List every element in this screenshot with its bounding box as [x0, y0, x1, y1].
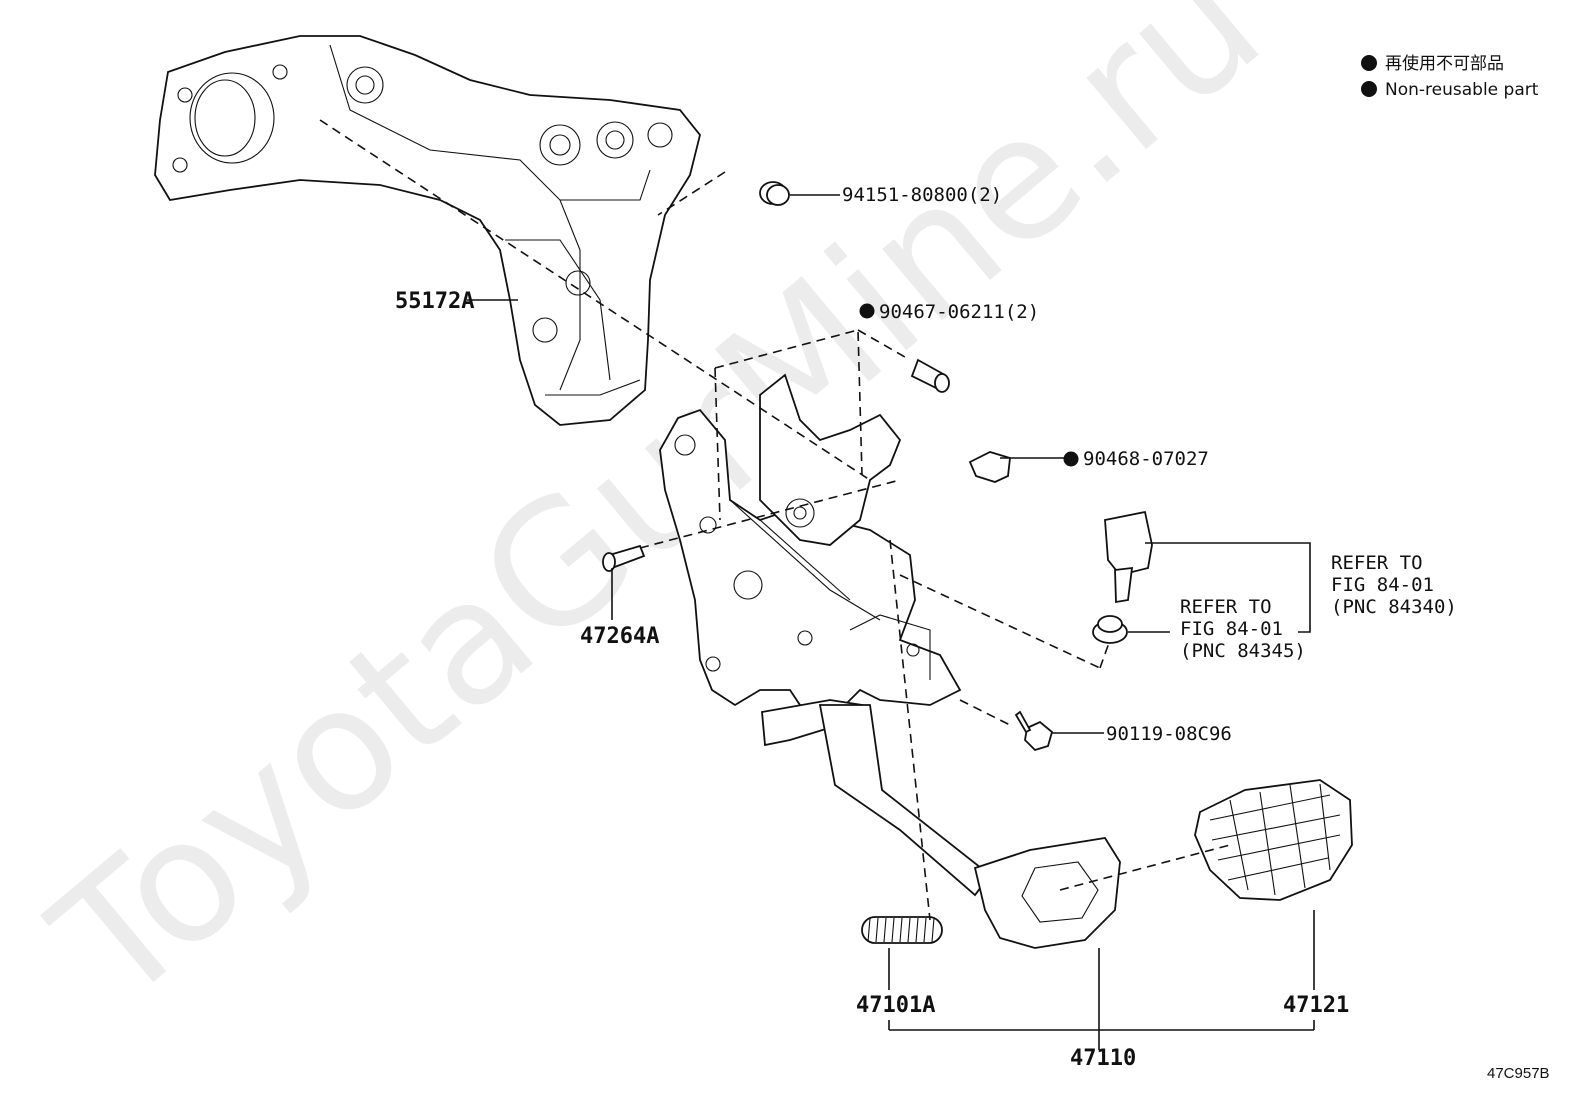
part-label-90468-07027[interactable]: 90468-07027 — [1083, 448, 1209, 470]
non-reusable-marker-icon — [859, 303, 875, 319]
part-label-90119-08c96[interactable]: 90119-08C96 — [1106, 723, 1232, 745]
part-label-94151-80800[interactable]: 94151-80800(2) — [842, 184, 1002, 206]
refer-switch-line3: (PNC 84340) — [1331, 596, 1457, 618]
part-label-47101a[interactable]: 47101A — [856, 993, 935, 1018]
bracket-drawing — [154, 35, 701, 426]
clip-b-drawing — [968, 451, 1011, 483]
legend: 再使用不可部品 Non-reusable part — [1361, 53, 1539, 100]
refer-cushion[interactable]: REFER TO FIG 84-01 (PNC 84345) — [1180, 596, 1306, 662]
clip-drawing — [759, 181, 790, 206]
legend-item-en: Non-reusable part — [1385, 80, 1539, 100]
leader-lines — [467, 194, 1315, 1050]
part-label-55172a[interactable]: 55172A — [395, 289, 474, 314]
refer-cushion-line2: FIG 84-01 — [1180, 618, 1283, 640]
legend-bullet-icon — [1361, 81, 1377, 97]
part-label-47264a[interactable]: 47264A — [580, 624, 659, 649]
stop-switch-drawing — [1104, 510, 1153, 604]
non-reusable-marker-icon — [1063, 451, 1079, 467]
refer-switch-line2: FIG 84-01 — [1331, 574, 1434, 596]
legend-item-jp: 再使用不可部品 — [1385, 53, 1504, 74]
refer-switch-line1: REFER TO — [1331, 552, 1423, 574]
bolt-a-drawing — [910, 358, 950, 393]
refer-cushion-line3: (PNC 84345) — [1180, 640, 1306, 662]
bolt-c-drawing — [1014, 710, 1054, 752]
refer-switch[interactable]: REFER TO FIG 84-01 (PNC 84340) — [1331, 552, 1457, 618]
pedal-bracket-drawing — [659, 373, 962, 747]
pedal-pad-drawing — [1194, 779, 1353, 901]
part-label-47121[interactable]: 47121 — [1283, 993, 1349, 1018]
part-label-47110[interactable]: 47110 — [1070, 1046, 1136, 1071]
part-label-90467-06211[interactable]: 90467-06211(2) — [879, 301, 1039, 323]
refer-cushion-line1: REFER TO — [1180, 596, 1272, 618]
dashed-guides — [319, 119, 1231, 921]
spring-drawing — [861, 916, 943, 944]
pin-drawing — [602, 544, 646, 572]
legend-bullet-icon — [1361, 55, 1377, 71]
pedal-arm-drawing — [818, 704, 1121, 949]
cushion-drawing — [1092, 615, 1128, 644]
figure-code: 47C957B — [1487, 1065, 1550, 1082]
